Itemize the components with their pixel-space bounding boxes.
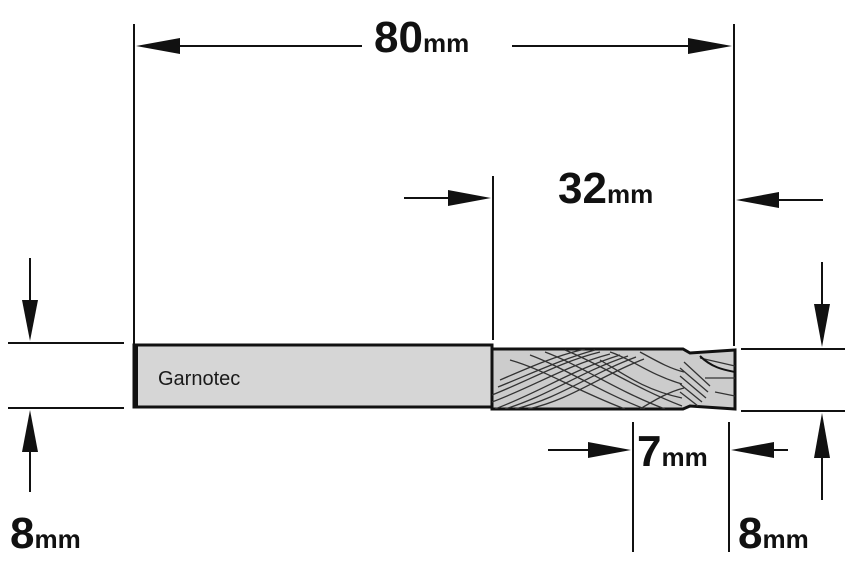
arrowhead-7-right <box>731 442 774 458</box>
label-cutting-length: 32mm <box>558 164 653 213</box>
tip-edge <box>699 355 736 373</box>
arrowhead-8-left-top <box>22 300 38 341</box>
tip-facets <box>679 357 735 407</box>
arrowheads <box>22 38 830 458</box>
arrowhead-8-right-top <box>814 304 830 347</box>
arrowhead-7-left <box>588 442 631 458</box>
arrowhead-8-left-bottom <box>22 410 38 452</box>
arrowhead-32-left <box>448 190 491 206</box>
label-tip-length: 7mm <box>637 427 708 476</box>
router-bit: Garnotec <box>132 343 737 411</box>
flute-spirals <box>492 349 685 409</box>
brand-label: Garnotec <box>158 368 240 390</box>
label-total-length: 80mm <box>374 13 469 62</box>
dimension-lines <box>29 45 823 500</box>
arrowhead-80-right <box>688 38 732 54</box>
extension-lines <box>8 24 845 552</box>
label-shank-diameter: 8mm <box>10 509 81 558</box>
arrowhead-32-right <box>736 192 779 208</box>
label-cutting-diameter: 8mm <box>738 509 809 558</box>
arrowhead-8-right-bottom <box>814 413 830 458</box>
arrowhead-80-left <box>136 38 180 54</box>
